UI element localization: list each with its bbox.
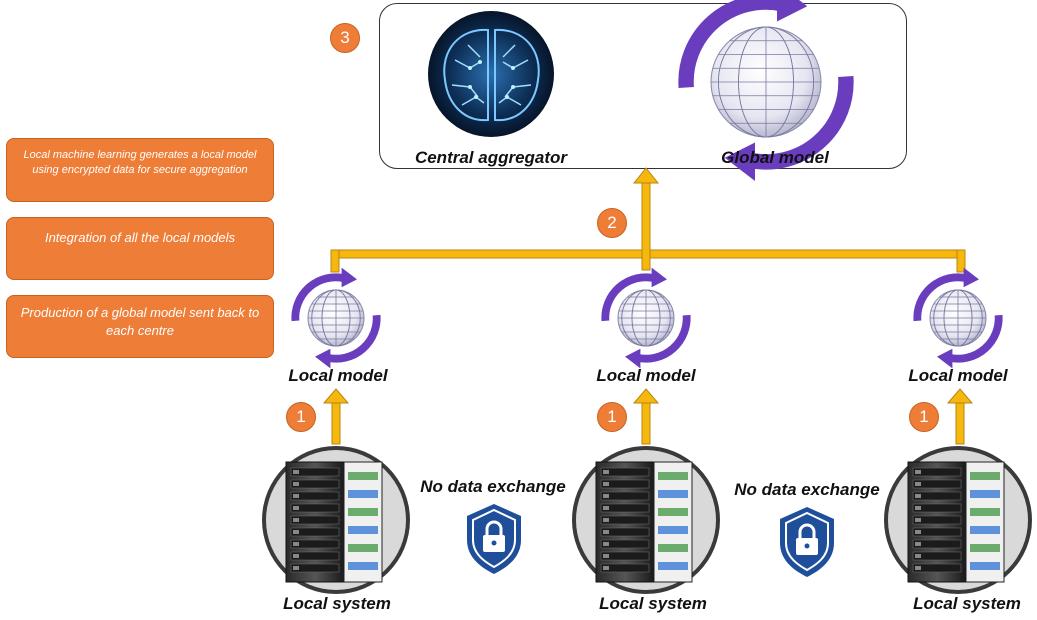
local-model-icon-3 — [913, 267, 1003, 369]
legend-item-1: Local machine learning generates a local… — [6, 138, 274, 202]
legend-item-3-text: Production of a global model sent back t… — [20, 305, 260, 338]
legend-item-1-text: Local machine learning generates a local… — [23, 149, 257, 176]
global-model-icon — [678, 0, 854, 181]
legend-item-2: Integration of all the local models — [6, 217, 274, 280]
step-badge-2: 2 — [597, 208, 627, 238]
server-rack-icon-2 — [572, 446, 720, 594]
server-rack-icon-3 — [884, 446, 1032, 594]
local-model-label: Local model — [908, 366, 1008, 385]
step-badge-1: 1 — [597, 402, 627, 432]
local-model-icon-1 — [291, 267, 381, 369]
brain-icon — [428, 11, 554, 137]
lock-shield-icon-2 — [780, 507, 834, 577]
upload-arrows — [322, 388, 974, 445]
global-model-label: Global model — [721, 148, 829, 167]
central-aggregator-label: Central aggregator — [414, 148, 568, 167]
no-data-exchange-label: No data exchange — [734, 480, 880, 499]
lock-shield-icon-1 — [467, 504, 521, 574]
step-badge-1: 1 — [909, 402, 939, 432]
local-system-label: Local system — [599, 594, 707, 613]
legend-item-3: Production of a global model sent back t… — [6, 295, 274, 358]
local-system-label: Local system — [913, 594, 1021, 613]
server-rack-icon-1 — [262, 446, 410, 594]
local-model-icon-2 — [601, 267, 691, 369]
no-data-exchange-label: No data exchange — [420, 477, 566, 496]
step-badge-1: 1 — [286, 402, 316, 432]
connector-network — [330, 167, 966, 273]
legend-item-2-text: Integration of all the local models — [44, 230, 236, 245]
local-model-label: Local model — [596, 366, 696, 385]
local-system-label: Local system — [283, 594, 391, 613]
step-badge-3: 3 — [330, 23, 360, 53]
local-model-label: Local model — [288, 366, 388, 385]
